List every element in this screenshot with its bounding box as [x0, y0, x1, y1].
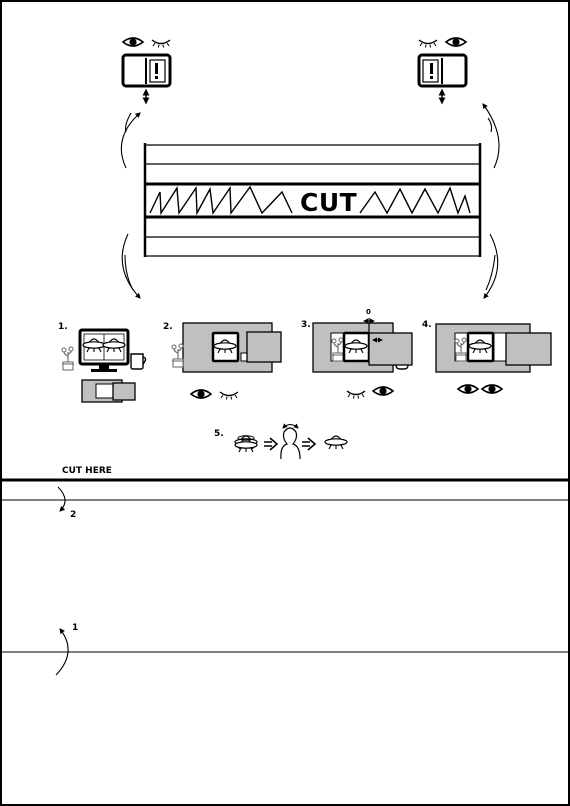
- eye-open-icon: [481, 384, 503, 394]
- exclamation-card-icon: [121, 53, 172, 88]
- eye-open-icon: [122, 37, 144, 47]
- cut-here-label: CUT HERE: [62, 466, 112, 476]
- eye-open-icon: [190, 389, 212, 399]
- step-label: 3.: [301, 320, 311, 330]
- eye-open-icon: [372, 386, 394, 396]
- mug-icon: [130, 353, 147, 370]
- cut-band: [143, 143, 482, 257]
- arrow-right-icon: [264, 437, 279, 451]
- fold-label: 2: [70, 510, 77, 520]
- cut-label: CUT: [300, 188, 358, 217]
- eye-open-icon: [457, 384, 479, 394]
- offset-marker: 0: [366, 308, 371, 316]
- fold-arrow-icon: [55, 628, 69, 676]
- arrow-right-icon: [302, 437, 317, 451]
- ufo-icon: [234, 435, 258, 453]
- fold-arrow-icon: [120, 103, 500, 299]
- step-5-illustration: [234, 423, 348, 460]
- eye-open-icon: [445, 37, 467, 47]
- step-2-illustration: [171, 322, 282, 401]
- person-icon: [280, 423, 301, 460]
- step-1-illustration: [61, 328, 147, 403]
- step-3-illustration: [312, 318, 413, 400]
- exclamation-card-icon: [417, 53, 468, 88]
- step-label: 4.: [422, 320, 432, 330]
- step-4-illustration: [435, 323, 552, 394]
- step-label: 5.: [214, 429, 224, 439]
- step-label: 1.: [58, 322, 68, 332]
- fold-label: 1: [72, 623, 79, 633]
- fold-arrow-icon: [57, 486, 66, 512]
- step-label: 2.: [163, 322, 173, 332]
